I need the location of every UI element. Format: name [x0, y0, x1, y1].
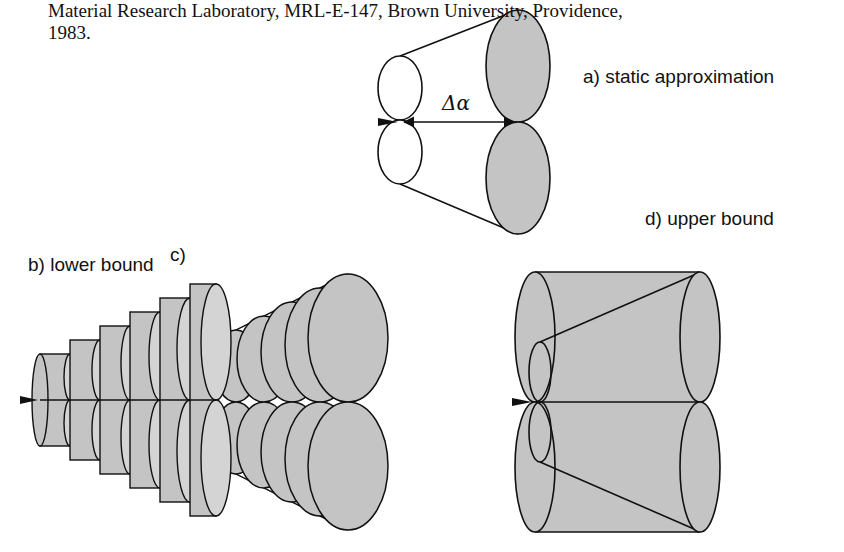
cone-discs	[166, 274, 388, 530]
panel-label: d) upper bound	[645, 208, 774, 230]
angle-increment: Δα	[442, 92, 470, 114]
static-approximation	[378, 10, 550, 234]
panel-label: a) static approximation	[583, 66, 774, 88]
lower-bound-steps	[20, 284, 231, 516]
upper-bound-cylinders	[512, 272, 720, 532]
reference-year: 1983.	[48, 22, 91, 44]
reference-text: Material Research Laboratory, MRL-E-147,…	[48, 0, 623, 22]
panel-label: c)	[170, 244, 186, 266]
panel-label: b) lower bound	[28, 254, 154, 276]
